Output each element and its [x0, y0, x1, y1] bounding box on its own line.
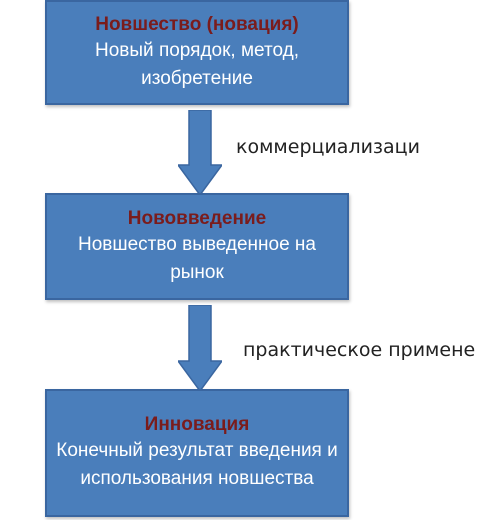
- node-novelty: Новшество (новация) Новый порядок, метод…: [45, 0, 349, 105]
- arrow-down-icon: [178, 110, 222, 195]
- arrow-down-icon: [178, 305, 222, 391]
- node-introduction: Нововведение Новшество выведенное на рын…: [45, 193, 349, 300]
- node-innovation: Инновация Конечный результат введения и …: [45, 389, 349, 517]
- node-novelty-desc: Новый порядок, метод, изобретение: [95, 39, 299, 89]
- edge-label-commercialization: коммерциализаци: [236, 136, 420, 158]
- node-novelty-title: Новшество (новация): [95, 13, 299, 35]
- edge-label-practical-application: практическое примене: [243, 339, 476, 361]
- node-introduction-desc: Новшество выведенное на рынок: [77, 233, 316, 283]
- node-innovation-title: Инновация: [144, 414, 250, 435]
- node-introduction-title: Нововведение: [127, 207, 267, 229]
- node-innovation-desc: Конечный результат введения и использова…: [56, 440, 338, 489]
